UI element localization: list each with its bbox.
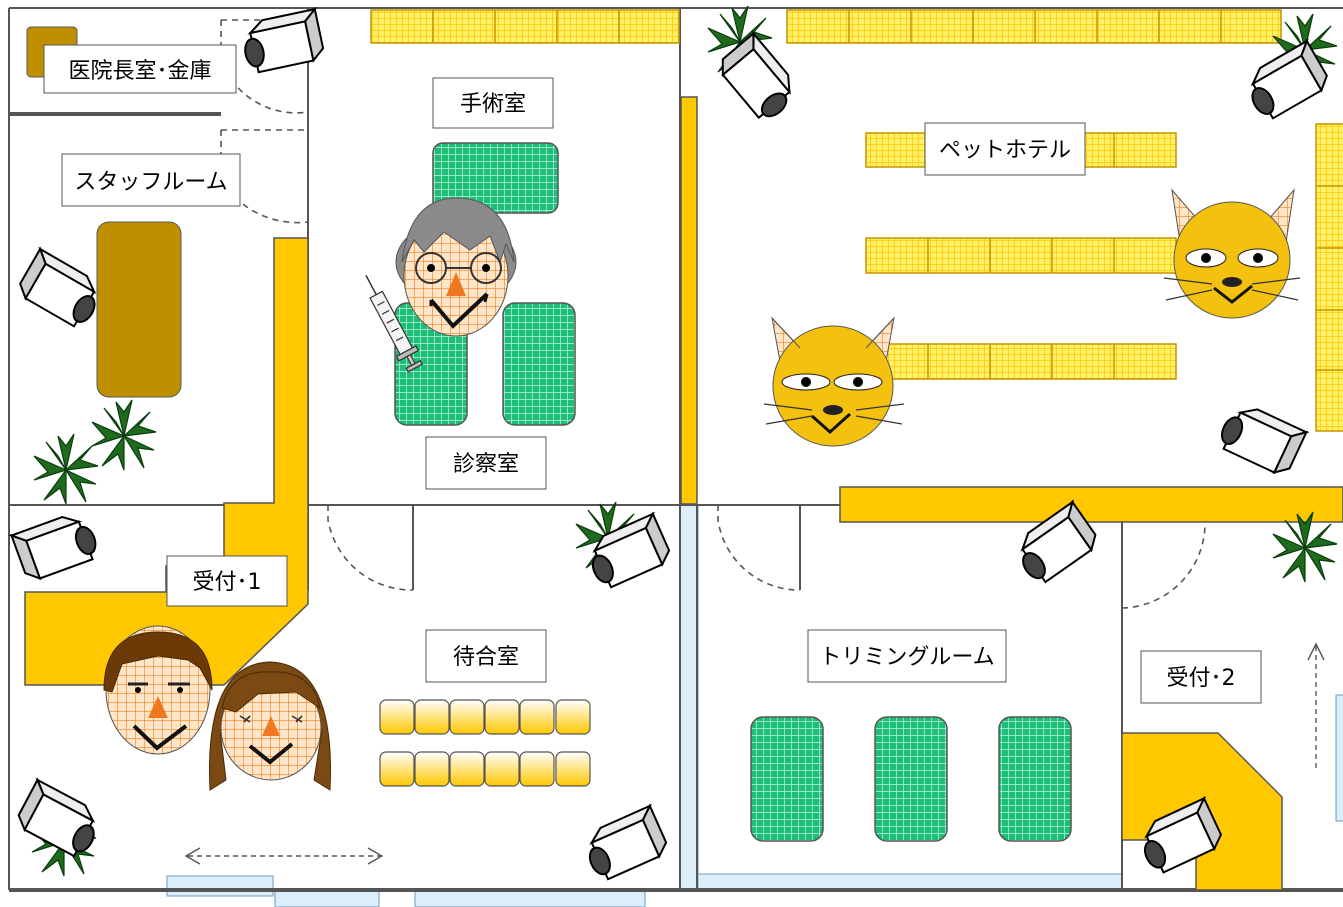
label-pet-hotel: ペットホテル [924,122,1086,176]
label-staff-room: スタッフルーム [61,153,241,207]
svg-text:手術室: 手術室 [460,92,526,117]
svg-text:スタッフルーム: スタッフルーム [74,170,227,195]
label-waiting-room: 待合室 [425,629,547,683]
label-reception-2: 受付･2 [1140,650,1262,704]
cat-figure-left [763,316,905,447]
svg-text:ペットホテル: ペットホテル [939,138,1071,163]
staff-woman-figure [209,661,331,791]
waiting-seats [379,699,591,787]
room-labels: 医院長室･金庫 スタッフルーム 手術室 診察室 受付･1 待合室 ペットホテル [43,44,1262,704]
doctor-figure [395,197,517,337]
staff-man-figure [103,625,213,755]
label-trimming-room: トリミングルーム [807,629,1007,683]
staff-table [96,221,182,398]
svg-text:医院長室･金庫: 医院長室･金庫 [68,59,211,84]
syringe-icon [365,274,424,373]
svg-text:トリミングルーム: トリミングルーム [819,645,994,670]
flow-arrows [184,642,1325,865]
label-director-room: 医院長室･金庫 [43,44,237,94]
svg-text:受付･2: 受付･2 [1167,666,1236,691]
green-tables [394,142,1072,842]
svg-text:受付･1: 受付･1 [193,570,262,595]
label-exam-room: 診察室 [425,436,547,490]
label-reception-1: 受付･1 [166,555,288,607]
label-surgery-room: 手術室 [432,77,554,129]
svg-text:診察室: 診察室 [453,452,519,477]
svg-text:待合室: 待合室 [453,645,519,670]
cat-figure-right [1163,188,1301,319]
